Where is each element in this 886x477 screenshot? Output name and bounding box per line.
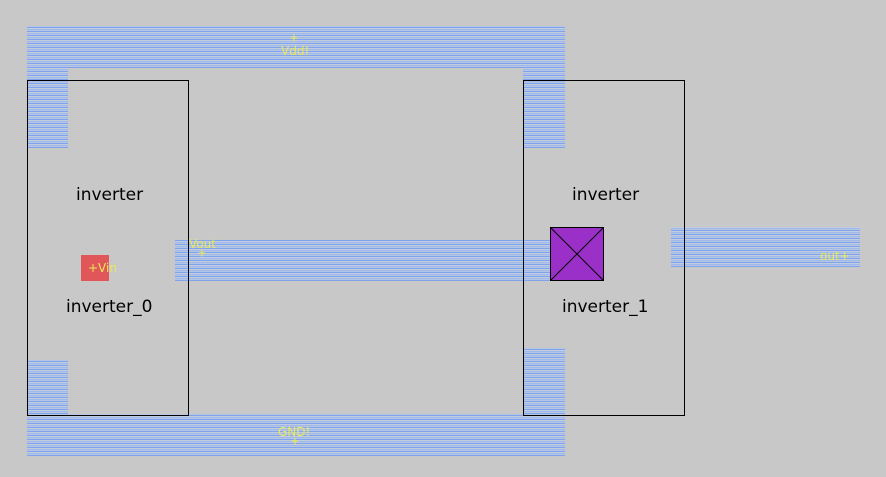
vdd-stub-right[interactable]: [523, 68, 565, 148]
gnd-stub-right[interactable]: [523, 348, 565, 414]
vin-via[interactable]: [81, 255, 109, 281]
gnd-pin-label: GND!: [278, 425, 311, 439]
cell-inverter-1[interactable]: inverter inverter_1: [523, 80, 685, 416]
vout-wire[interactable]: [175, 240, 555, 281]
vin-pin-label: +Vin: [88, 261, 117, 275]
cell-instance-label: inverter_1: [562, 297, 649, 317]
vdd-pin-marker-icon: +: [290, 31, 298, 46]
vdd-pin-label: Vdd!: [281, 44, 310, 58]
cell-inverter-0[interactable]: inverter inverter_0: [27, 80, 189, 416]
vout-pin-marker-icon: +: [198, 246, 206, 261]
vout-pin-label: Vout: [189, 237, 216, 251]
cell-type-label: inverter: [76, 185, 144, 205]
gnd-pin-marker-icon: +: [291, 434, 299, 449]
gnd-rail[interactable]: [27, 414, 565, 456]
gnd-stub-left[interactable]: [27, 360, 68, 414]
contact-cross-icon[interactable]: [550, 227, 604, 281]
vdd-stub-left[interactable]: [27, 68, 68, 148]
cell-type-label: inverter: [572, 185, 640, 205]
out-wire[interactable]: [671, 227, 860, 267]
vdd-rail[interactable]: [27, 26, 565, 68]
out-pin-label: out+: [820, 249, 850, 263]
cell-instance-label: inverter_0: [66, 297, 153, 317]
